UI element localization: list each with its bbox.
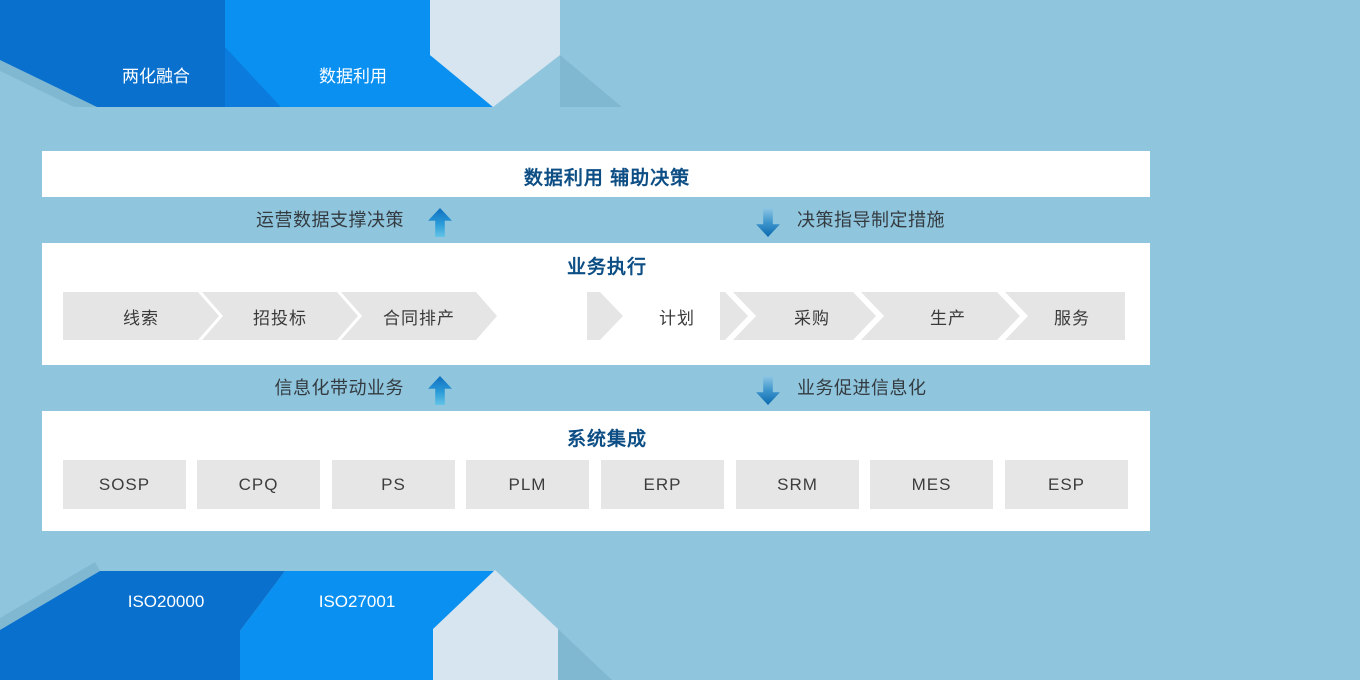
header-ribbon-dark-shape	[0, 0, 225, 107]
integration-bar-title: 系统集成	[566, 429, 647, 450]
system-box-plm: PLM	[466, 460, 589, 509]
strip-bottom-left-label: 信息化带动业务	[274, 378, 404, 398]
strip-top-left-label: 运营数据支撑决策	[256, 210, 404, 230]
ribbon-shadow	[560, 55, 622, 107]
up-arrow-icon	[428, 376, 452, 405]
strip-bottom-right-label: 业务促进信息化	[797, 378, 927, 398]
footer-tab-iso27001[interactable]: ISO27001	[318, 592, 396, 611]
down-arrow-icon	[756, 376, 780, 405]
flow-step-plan: 计划	[659, 308, 695, 328]
header-tab-lianghua[interactable]: 两化融合	[122, 67, 190, 86]
system-box-cpq: CPQ	[197, 460, 320, 509]
flow-step-procurement: 采购	[794, 308, 830, 328]
flow-exec-band: 采购 生产 服务	[720, 292, 1125, 340]
chevron-separator-icon	[725, 292, 756, 340]
flow-step-leads: 线索	[63, 292, 219, 340]
system-box-esp: ESP	[1005, 460, 1128, 509]
chevron-separator-icon	[997, 292, 1028, 340]
chevron-separator-icon	[853, 292, 884, 340]
decision-bar: 数据利用 辅助决策	[42, 151, 1150, 197]
flow-step-service: 服务	[1054, 308, 1090, 328]
strip-top-right-label: 决策指导制定措施	[797, 210, 945, 230]
execution-bar-title: 业务执行	[566, 257, 647, 278]
decision-bar-title: 数据利用 辅助决策	[523, 168, 691, 189]
footer-tab-iso20000[interactable]: ISO20000	[127, 592, 205, 611]
flow-step-contract: 合同排产	[341, 292, 497, 340]
system-box-erp: ERP	[601, 460, 724, 509]
flow-step-bidding: 招投标	[202, 292, 358, 340]
system-box-mes: MES	[870, 460, 993, 509]
ribbon-shadow	[558, 629, 612, 680]
flow-step-production: 生产	[930, 308, 966, 328]
down-arrow-icon	[756, 208, 780, 237]
system-box-srm: SRM	[736, 460, 859, 509]
system-box-ps: PS	[332, 460, 455, 509]
system-box-sosp: SOSP	[63, 460, 186, 509]
header-tab-shujuliyong[interactable]: 数据利用	[319, 67, 387, 86]
up-arrow-icon	[428, 208, 452, 237]
